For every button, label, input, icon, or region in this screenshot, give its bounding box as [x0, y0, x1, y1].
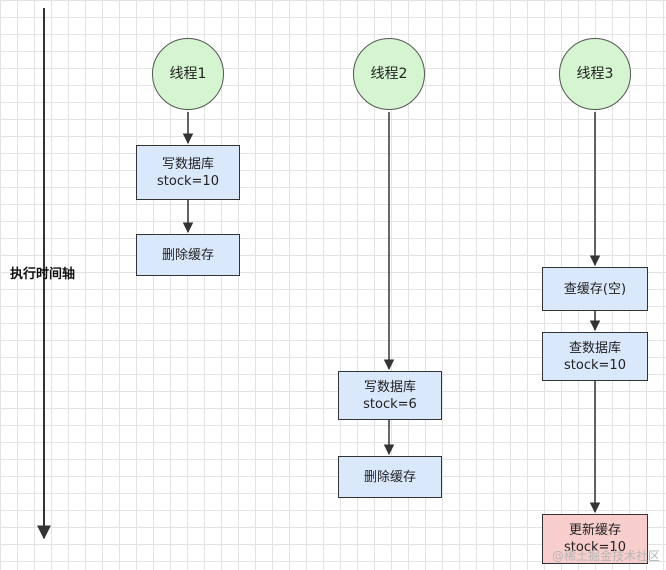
thread1-delete-cache-box: 删除缓存	[136, 234, 240, 276]
thread2-write-db-box: 写数据库 stock=6	[338, 371, 442, 420]
thread3-label: 线程3	[576, 65, 614, 82]
thread2-label: 线程2	[370, 65, 408, 82]
thread3-node: 线程3	[559, 38, 631, 110]
thread3-read-db-line2: stock=10	[564, 357, 626, 373]
thread3-update-cache-box: 更新缓存 stock=10	[542, 514, 648, 564]
thread2-write-db-line1: 写数据库	[363, 379, 416, 395]
thread3-read-db-line1: 查数据库	[568, 340, 621, 356]
thread3-read-cache-box: 查缓存(空)	[542, 267, 648, 311]
thread2-delete-cache-box: 删除缓存	[338, 456, 442, 498]
thread1-label: 线程1	[169, 65, 207, 82]
thread1-delete-cache-label: 删除缓存	[161, 247, 214, 263]
time-axis-label: 执行时间轴	[10, 267, 76, 282]
thread1-write-db-line2: stock=10	[157, 173, 219, 189]
thread3-read-cache-label: 查缓存(空)	[563, 281, 627, 297]
thread2-delete-cache-label: 删除缓存	[363, 469, 416, 485]
thread1-node: 线程1	[152, 38, 224, 110]
thread2-node: 线程2	[353, 38, 425, 110]
thread3-update-cache-line2: stock=10	[564, 540, 626, 555]
thread2-write-db-line2: stock=6	[363, 396, 417, 412]
thread3-read-db-box: 查数据库 stock=10	[542, 332, 648, 381]
thread3-update-cache-line1: 更新缓存	[568, 523, 621, 538]
thread1-write-db-line1: 写数据库	[161, 156, 214, 172]
thread1-write-db-box: 写数据库 stock=10	[136, 145, 240, 200]
watermark: @稀土掘金技术社区	[551, 549, 660, 563]
